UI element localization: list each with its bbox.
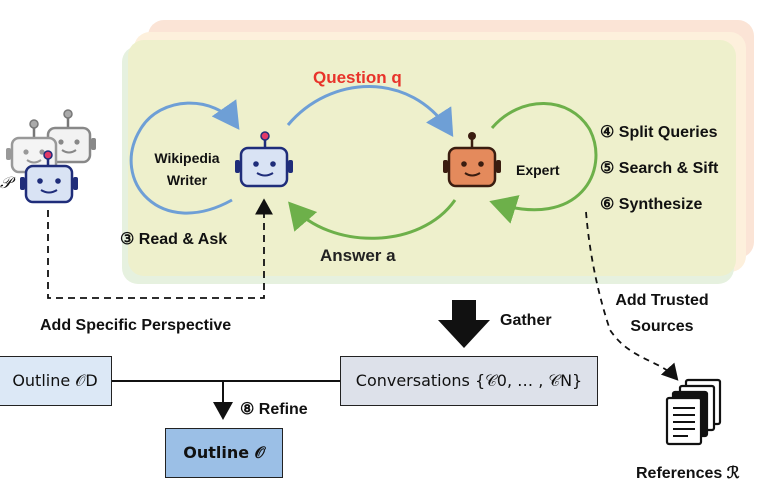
outline-draft-label: Outline 𝒪D — [12, 371, 98, 390]
add-perspective-label: Add Specific Perspective — [40, 317, 232, 334]
writer-robot-icon — [235, 131, 293, 188]
gather-label: Gather — [500, 312, 552, 329]
add-trusted-label-line2: Sources — [630, 318, 694, 335]
question-label: Question q — [313, 68, 402, 87]
step-search-sift: ⑤ Search & Sift — [600, 160, 719, 177]
writer-loop-arrow — [129, 99, 240, 215]
conversations-box: Conversations {𝒞0, … , 𝒞N} — [340, 356, 598, 406]
perspective-connector — [47, 198, 273, 299]
references-label: References ℛ — [636, 465, 740, 482]
outline-final-box: Outline 𝒪 — [165, 428, 283, 478]
answer-arrow — [288, 199, 457, 240]
robot-grey-mid-icon — [6, 119, 58, 174]
answer-label: Answer a — [320, 246, 396, 265]
panel-main — [128, 40, 736, 276]
writer-label-line1: Wikipedia — [154, 150, 220, 166]
step-split-queries: ④ Split Queries — [600, 124, 718, 141]
add-trusted-label-line1: Add Trusted — [615, 292, 709, 309]
expert-loop-arrow — [489, 102, 598, 224]
step-refine: ⑧ Refine — [240, 401, 308, 418]
outline-final-label: Outline 𝒪 — [183, 443, 265, 462]
question-arrow — [286, 85, 454, 138]
step-read-ask: ③ Read & Ask — [120, 231, 228, 248]
outline-draft-box: Outline 𝒪D — [0, 356, 112, 406]
robot-perspective-icon — [20, 150, 78, 204]
expert-label: Expert — [516, 162, 560, 178]
writer-label-line2: Writer — [166, 172, 208, 188]
sources-connector — [585, 211, 679, 381]
conversations-label: Conversations {𝒞0, … , 𝒞N} — [355, 371, 583, 390]
step-synthesize: ⑥ Synthesize — [600, 196, 703, 213]
references-document-icon — [665, 378, 722, 446]
partial-glyph: 𝒫 — [0, 175, 12, 192]
gather-arrow — [438, 300, 490, 348]
expert-robot-icon — [443, 132, 501, 188]
